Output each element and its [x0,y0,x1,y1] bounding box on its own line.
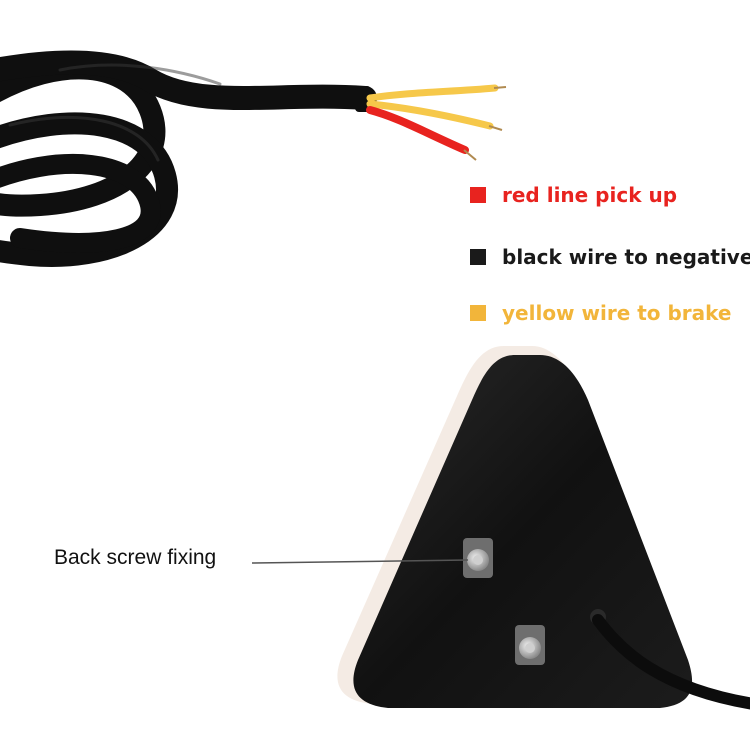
legend-red: red line pick up [470,180,677,210]
yellow-swatch [470,305,486,321]
legend-yellow-label: yellow wire to brake [502,301,732,325]
legend-yellow: yellow wire to brake [470,298,731,328]
red-swatch [470,187,486,203]
callout-leader [251,559,469,564]
legend-red-label: red line pick up [502,183,678,207]
back-screw-upper [463,538,493,578]
callout-label: Back screw fixing [54,546,217,569]
legend-black: black wire to negative [470,242,750,272]
legend-black-label: black wire to negative [502,245,750,269]
cable-coil [0,50,377,267]
black-swatch [470,249,486,265]
exit-cable [590,609,750,710]
wire-ends [355,84,507,161]
back-screw-lower [515,625,545,665]
